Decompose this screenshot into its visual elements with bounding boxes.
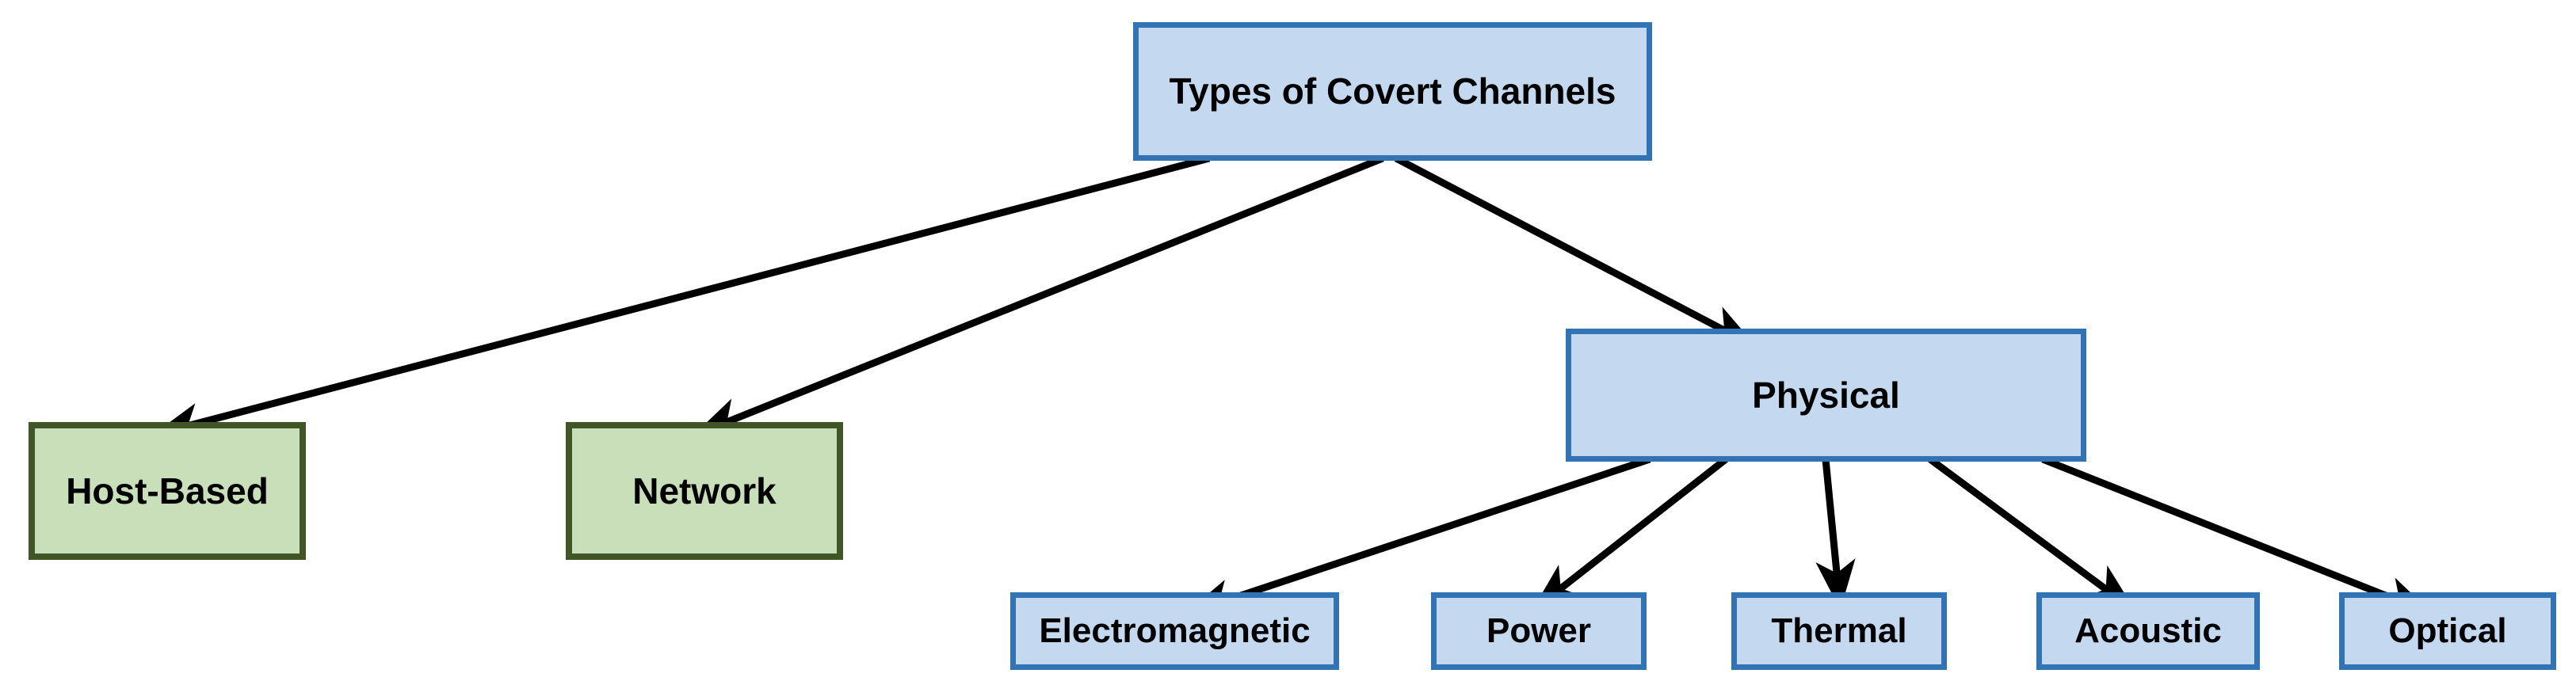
edge-root-physical	[1394, 155, 1757, 348]
edge-physical-optical	[2041, 455, 2434, 617]
node-physical: Physical	[1566, 329, 2086, 462]
edge-physical-electromagnetic	[1184, 455, 1651, 618]
node-types-of-covert-channels: Types of Covert Channels	[1133, 22, 1652, 161]
node-power: Power	[1431, 592, 1647, 670]
node-host-based: Host-Based	[29, 422, 306, 560]
edge-root-host-based	[151, 154, 1211, 443]
node-thermal: Thermal	[1731, 592, 1947, 670]
edge-physical-power	[1532, 456, 1728, 611]
edge-root-network	[693, 154, 1384, 438]
node-network: Network	[566, 422, 843, 560]
node-acoustic: Acoustic	[2036, 592, 2260, 670]
edge-physical-acoustic	[1928, 456, 2136, 611]
node-electromagnetic: Electromagnetic	[1010, 592, 1339, 670]
edge-physical-thermal	[1815, 458, 1856, 611]
node-optical: Optical	[2339, 592, 2556, 670]
